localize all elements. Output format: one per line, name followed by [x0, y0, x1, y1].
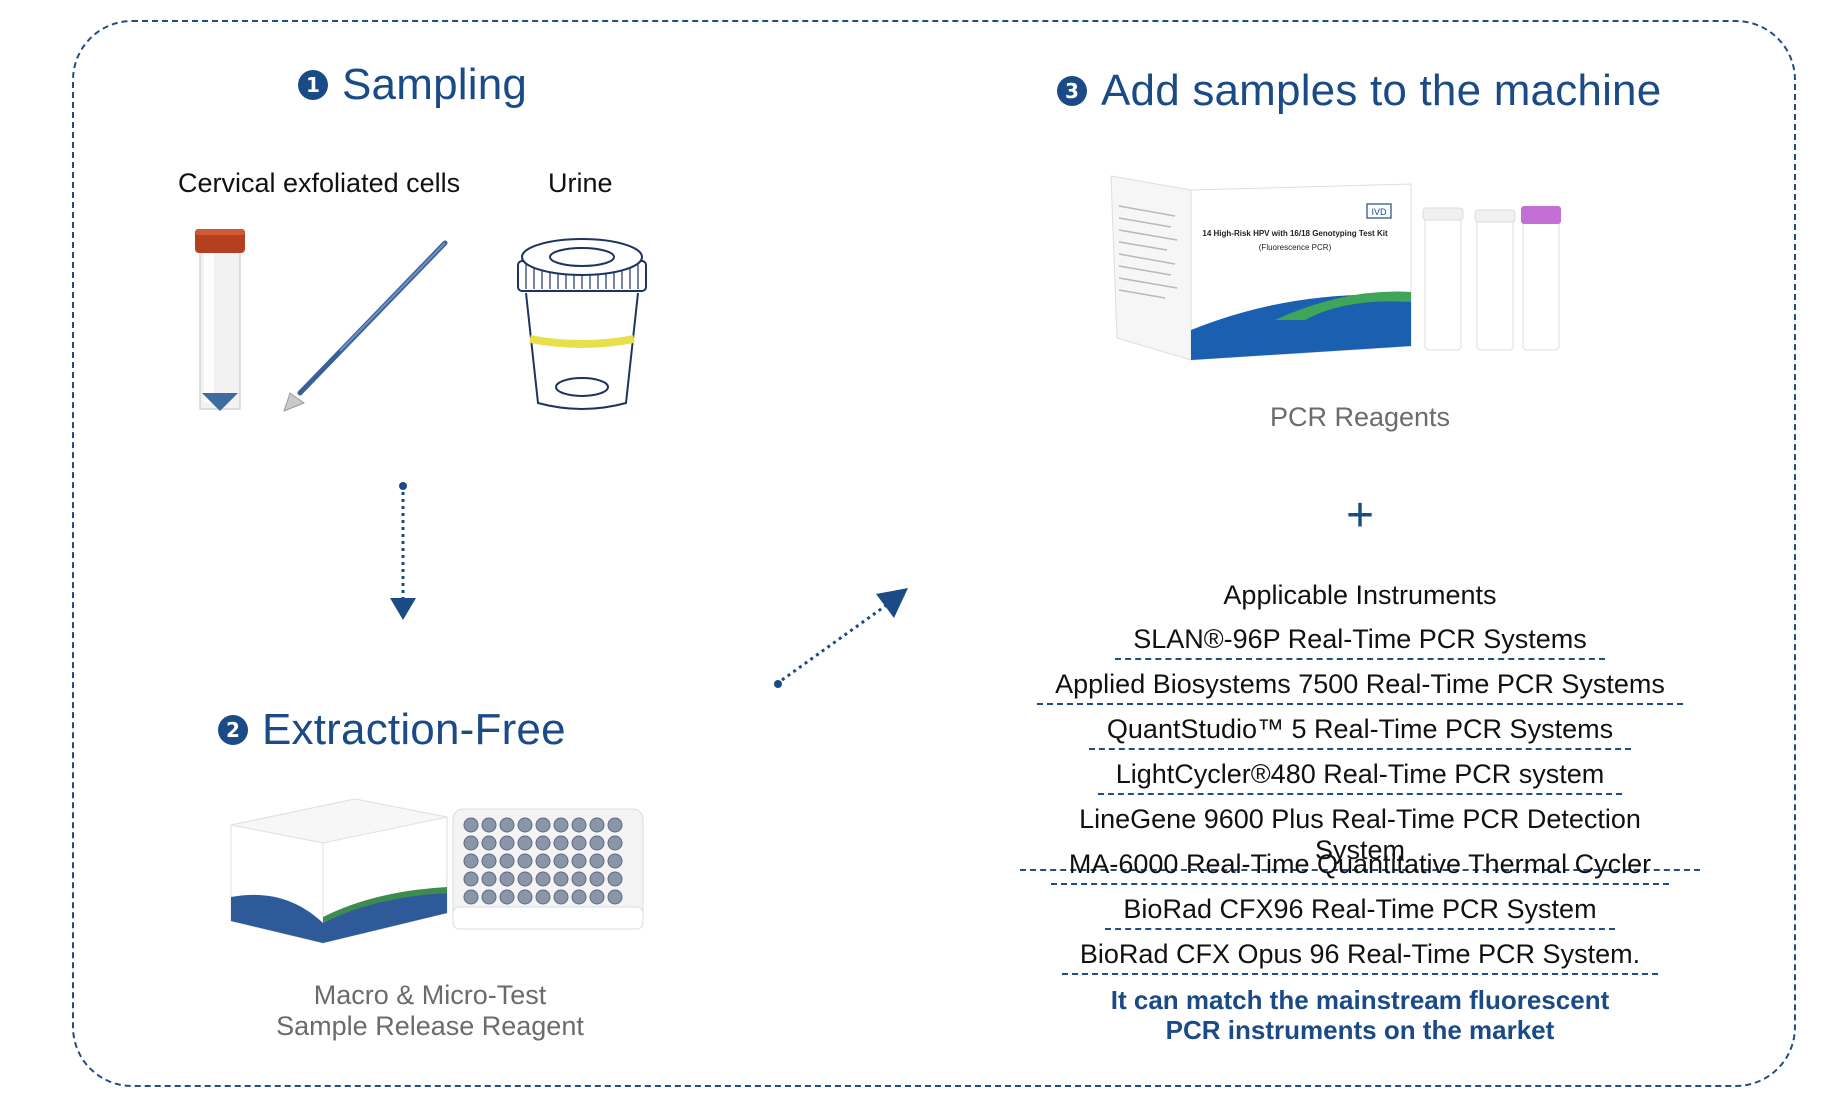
instrument-item: MA-6000 Real-Time Quantitative Thermal C… [1020, 849, 1700, 885]
sample-tube-icon [195, 229, 245, 411]
swab-icon [283, 240, 448, 412]
step3-title: 3 Add samples to the machine [1057, 66, 1661, 116]
cervical-label: Cervical exfoliated cells [178, 168, 461, 198]
release-reagent-caption: Macro & Micro-Test Sample Release Reagen… [250, 980, 610, 1042]
pcr-reagents-caption: PCR Reagents [1269, 402, 1451, 432]
compatibility-note: It can match the mainstream fluorescent … [1020, 985, 1700, 1045]
instrument-list: SLAN®-96P Real-Time PCR Systems Applied … [1020, 624, 1700, 984]
urine-cup-icon [517, 238, 647, 410]
step2-title-text: Extraction-Free [262, 705, 566, 754]
kit-box-text: 14 High-Risk HPV with 16/18 Genotyping T… [1202, 229, 1388, 238]
step3-number-badge: 3 [1057, 76, 1087, 106]
step2-title: 2 Extraction-Free [218, 705, 566, 755]
kit-box-subtext: (Fluorescence PCR) [1259, 243, 1332, 252]
instrument-item: LightCycler®480 Real-Time PCR system [1020, 759, 1700, 795]
step2-number-badge: 2 [218, 715, 248, 745]
down-arrow [390, 482, 416, 620]
instrument-item: BioRad CFX Opus 96 Real-Time PCR System. [1020, 939, 1700, 975]
diagonal-arrow [774, 588, 908, 688]
compatibility-note-line2: PCR instruments on the market [1165, 1015, 1555, 1045]
dashed-frame [72, 20, 1796, 1087]
instrument-item: LineGene 9600 Plus Real-Time PCR Detecti… [1020, 804, 1700, 871]
instrument-item: QuantStudio™ 5 Real-Time PCR Systems [1020, 714, 1700, 750]
sample-release-reagent-image [230, 798, 644, 944]
compatibility-note-line1: It can match the mainstream fluorescent [1110, 985, 1610, 1015]
instruments-heading: Applicable Instruments [1223, 580, 1497, 610]
step3-title-text: Add samples to the machine [1101, 66, 1662, 115]
instrument-item: BioRad CFX96 Real-Time PCR System [1020, 894, 1700, 930]
step1-title: 1 Sampling [298, 60, 527, 110]
urine-label: Urine [548, 168, 613, 198]
step1-title-text: Sampling [342, 60, 528, 109]
ivd-badge: IVD [1371, 207, 1387, 217]
pcr-kit-image: IVD 14 High-Risk HPV with 16/18 Genotypi… [1110, 175, 1561, 361]
release-reagent-line2: Sample Release Reagent [276, 1011, 584, 1041]
instrument-item: SLAN®-96P Real-Time PCR Systems [1020, 624, 1700, 660]
step1-number-badge: 1 [298, 70, 328, 100]
release-reagent-line1: Macro & Micro-Test [313, 980, 547, 1010]
instrument-item: Applied Biosystems 7500 Real-Time PCR Sy… [1020, 669, 1700, 705]
plus-icon: + [1345, 489, 1375, 542]
